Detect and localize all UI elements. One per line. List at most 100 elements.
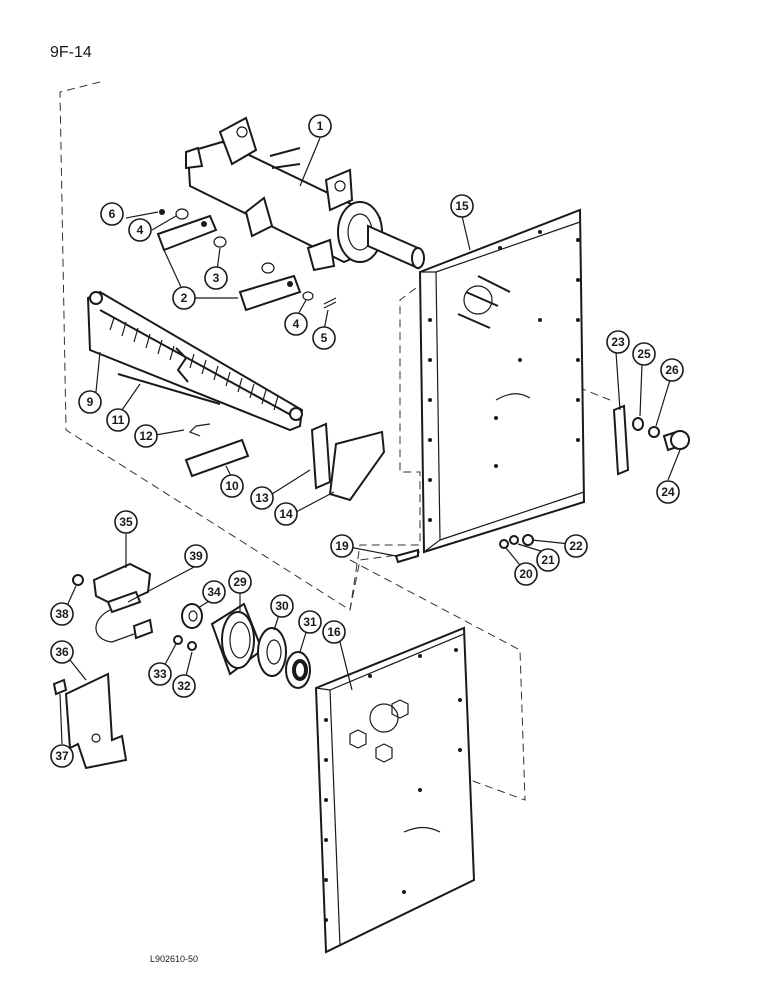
svg-text:31: 31	[303, 615, 317, 629]
callout-29: 29	[228, 570, 252, 594]
svg-text:38: 38	[55, 607, 69, 621]
callout-35: 35	[114, 510, 138, 534]
svg-text:2: 2	[181, 291, 188, 305]
slotted-bar	[86, 290, 304, 432]
strap-13	[310, 422, 332, 490]
callout-4: 4	[284, 312, 308, 336]
callout-5: 5	[312, 326, 336, 350]
callout-34: 34	[202, 580, 226, 604]
svg-text:4: 4	[137, 223, 144, 237]
callout-30: 30	[270, 594, 294, 618]
svg-text:33: 33	[153, 667, 167, 681]
side-panel-upper	[418, 208, 586, 554]
phantom-outline-lower	[349, 559, 526, 801]
callout-23: 23	[606, 330, 630, 354]
nut-32	[187, 641, 197, 651]
callout-14: 14	[274, 502, 298, 526]
callout-21: 21	[536, 548, 560, 572]
svg-text:5: 5	[321, 331, 328, 345]
callout-6: 6	[100, 202, 124, 226]
rod	[117, 373, 221, 405]
svg-text:9: 9	[87, 395, 94, 409]
slot-row	[109, 317, 279, 411]
phantom-outline-upper	[59, 81, 441, 611]
svg-text:20: 20	[519, 567, 533, 581]
svg-text:24: 24	[661, 485, 675, 499]
callout-3: 3	[204, 266, 228, 290]
svg-text:1: 1	[317, 119, 324, 133]
callout-15: 15	[450, 194, 474, 218]
sensor-39	[95, 590, 154, 643]
svg-text:22: 22	[569, 539, 583, 553]
svg-text:35: 35	[119, 515, 133, 529]
strap-23	[612, 404, 630, 476]
svg-text:26: 26	[665, 363, 679, 377]
seal-31	[285, 651, 311, 689]
svg-text:19: 19	[335, 539, 349, 553]
bolt-19	[394, 548, 419, 564]
nut-26	[648, 426, 660, 438]
svg-text:21: 21	[541, 553, 555, 567]
svg-text:37: 37	[55, 749, 69, 763]
svg-text:13: 13	[255, 491, 269, 505]
svg-text:10: 10	[225, 479, 239, 493]
callout-38: 38	[50, 602, 74, 626]
bearing-30	[257, 627, 287, 677]
callout-20: 20	[514, 562, 538, 586]
callout-39: 39	[184, 544, 208, 568]
callout-9: 9	[78, 390, 102, 414]
svg-text:4: 4	[293, 317, 300, 331]
svg-text:3: 3	[213, 271, 220, 285]
callout-13: 13	[250, 486, 274, 510]
callout-25: 25	[632, 342, 656, 366]
svg-text:25: 25	[637, 347, 651, 361]
svg-text:15: 15	[455, 199, 469, 213]
guard-14	[328, 430, 386, 502]
callouts: 1 2 3 4 4 5 6 9 10 11 12 13 14 15 16 19 …	[50, 114, 684, 768]
link-plates	[156, 214, 302, 312]
page-code: 9F-14	[50, 44, 92, 61]
shaft-assembly	[185, 116, 425, 272]
svg-text:34: 34	[207, 585, 221, 599]
bracket-36-hole	[91, 733, 101, 743]
washer-21	[509, 535, 519, 545]
rod-pin	[188, 423, 211, 437]
washer-25	[632, 417, 644, 431]
bracket-36	[64, 672, 128, 770]
callout-1: 1	[308, 114, 332, 138]
callout-4: 4	[128, 218, 152, 242]
svg-text:32: 32	[177, 679, 191, 693]
washer-20	[499, 539, 509, 549]
callout-33: 33	[148, 662, 172, 686]
callout-26: 26	[660, 358, 684, 382]
callout-10: 10	[220, 474, 244, 498]
callout-37: 37	[50, 744, 74, 768]
callout-24: 24	[656, 480, 680, 504]
callout-2: 2	[172, 286, 196, 310]
callout-32: 32	[172, 674, 196, 698]
screw-37	[52, 678, 68, 696]
svg-text:14: 14	[279, 507, 293, 521]
callout-22: 22	[564, 534, 588, 558]
small-hardware-upper	[159, 208, 337, 309]
callout-31: 31	[298, 610, 322, 634]
side-panel-lower	[314, 626, 476, 954]
svg-text:11: 11	[112, 413, 125, 427]
callout-19: 19	[330, 534, 354, 558]
svg-text:39: 39	[189, 549, 203, 563]
svg-text:29: 29	[233, 575, 247, 589]
collar-34	[181, 603, 203, 629]
callout-11: 11	[106, 408, 130, 432]
knob-24	[662, 430, 690, 452]
svg-text:30: 30	[275, 599, 289, 613]
nut-33	[173, 635, 183, 645]
nut-22	[522, 534, 534, 546]
callout-36: 36	[50, 640, 74, 664]
bearing-housing	[210, 602, 264, 676]
phantom-line-bolt	[349, 551, 421, 611]
nut-38	[72, 574, 84, 586]
svg-text:36: 36	[55, 645, 69, 659]
callout-12: 12	[134, 424, 158, 448]
